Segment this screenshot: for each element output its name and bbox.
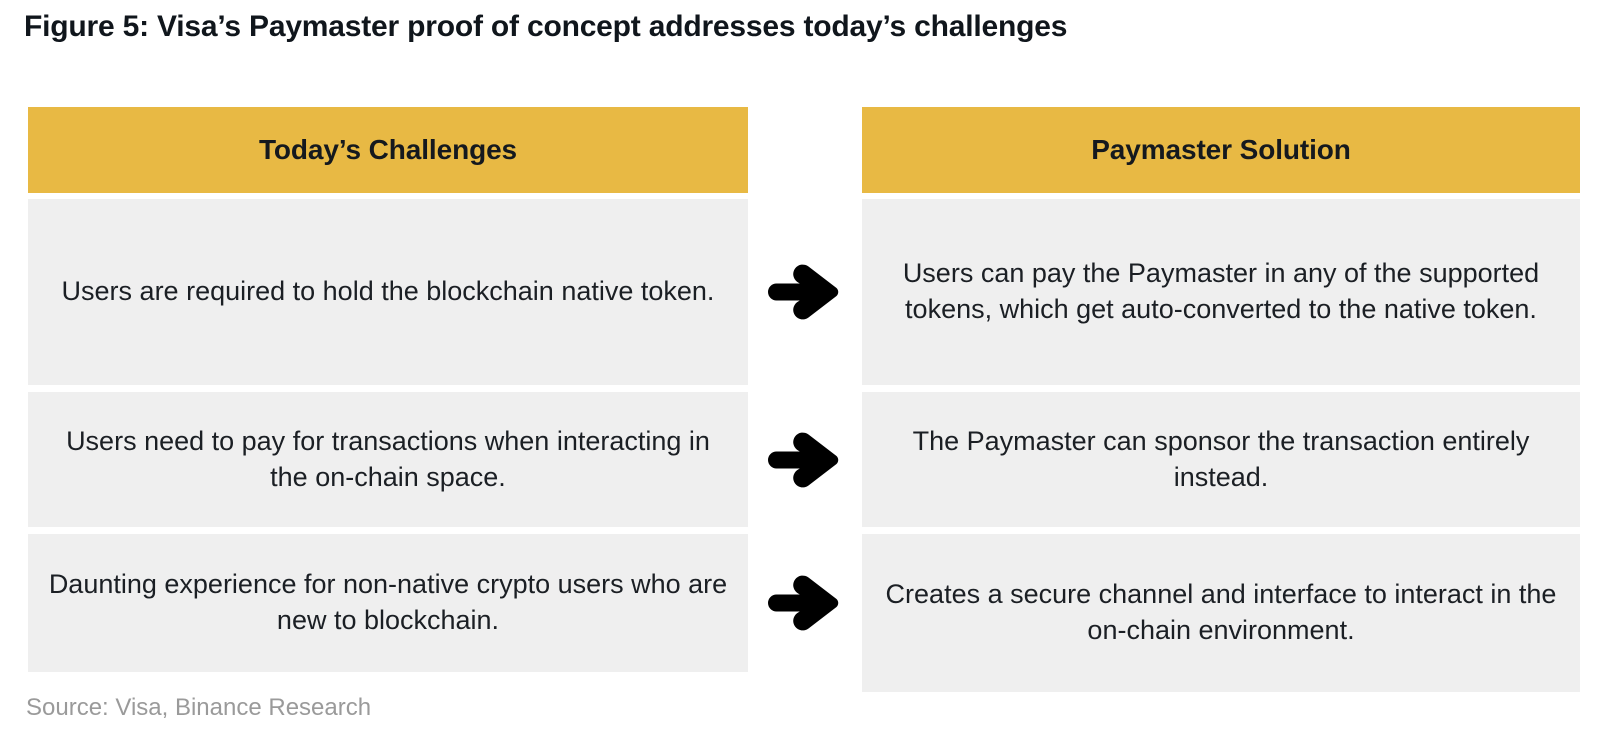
solution-cell-1: Users can pay the Paymaster in any of th… [862,199,1580,385]
connector-row-3 [748,534,862,672]
column-header-solution: Paymaster Solution [862,107,1580,193]
challenge-cell-1: Users are required to hold the blockchai… [28,199,748,385]
connector-column [748,107,862,692]
column-header-challenges: Today’s Challenges [28,107,748,193]
solution-cell-3: Creates a secure channel and interface t… [862,534,1580,692]
solution-cell-2-text: The Paymaster can sponsor the transactio… [912,425,1530,492]
arrow-right-icon [768,432,839,487]
solution-cell-1-text: Users can pay the Paymaster in any of th… [902,258,1540,324]
challenge-cell-3-text: Daunting experience for non-native crypt… [48,569,728,635]
connector-row-1 [748,199,862,385]
column-header-solution-label: Paymaster Solution [1091,134,1351,165]
challenge-cell-3: Daunting experience for non-native crypt… [28,534,748,672]
solution-cell-3-text: Creates a secure channel and interface t… [885,579,1557,645]
challenge-cell-1-text: Users are required to hold the blockchai… [61,276,715,307]
challenge-cell-2: Users need to pay for transactions when … [28,392,748,527]
column-challenges: Today’s Challenges Users are required to… [28,107,748,692]
comparison-matrix: Today’s Challenges Users are required to… [28,107,1580,692]
figure-title: Figure 5: Visa’s Paymaster proof of conc… [24,10,1068,43]
column-solution: Paymaster Solution Users can pay the Pay… [862,107,1580,692]
column-header-challenges-label: Today’s Challenges [258,134,518,165]
arrow-right-icon [768,575,839,631]
connector-row-2 [748,392,862,527]
arrow-right-icon [768,264,839,320]
challenge-cell-2-text: Users need to pay for transactions when … [66,425,710,492]
source-note: Source: Visa, Binance Research [26,694,372,721]
solution-cell-2: The Paymaster can sponsor the transactio… [862,392,1580,527]
